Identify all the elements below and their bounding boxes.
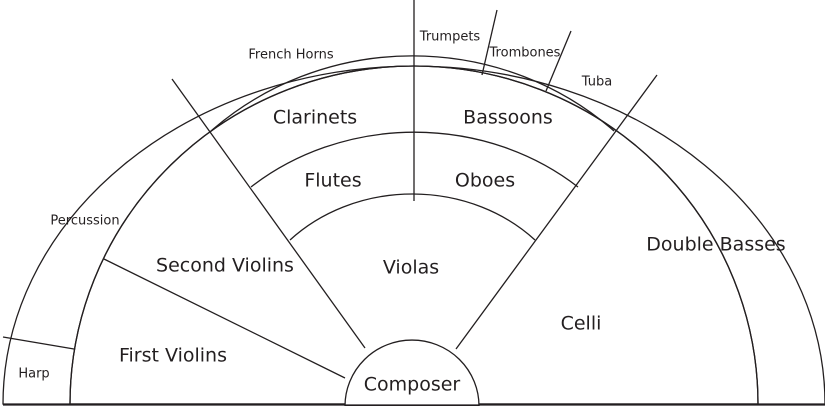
divider-harp-percussion xyxy=(2,336,75,350)
trombones-label: Trombones xyxy=(489,46,561,61)
flutes-oboes-inner-arc xyxy=(250,131,579,188)
harp-label: Harp xyxy=(18,367,49,382)
french-horns-label: French Horns xyxy=(248,48,333,63)
woodwinds-inner-arc xyxy=(210,55,615,132)
divider-trombones-tuba xyxy=(545,30,572,92)
celli-label: Celli xyxy=(561,313,602,335)
percussion-label: Percussion xyxy=(50,214,119,229)
double-basses-label: Double Basses xyxy=(646,234,785,256)
trumpets-label: Trumpets xyxy=(419,30,481,45)
first-violins-label: First Violins xyxy=(119,345,227,367)
tuba-label: Tuba xyxy=(581,75,612,90)
clarinets-label: Clarinets xyxy=(273,107,357,129)
composer-podium xyxy=(344,339,480,406)
second-violins-label: Second Violins xyxy=(156,255,294,277)
divider-first-second-violins xyxy=(103,258,346,379)
composer-label: Composer xyxy=(364,374,461,396)
oboes-label: Oboes xyxy=(455,170,515,192)
strings-area xyxy=(69,65,759,405)
violas-label: Violas xyxy=(383,257,439,279)
bassoons-label: Bassoons xyxy=(463,107,553,129)
divider-violas-celli xyxy=(455,74,658,350)
divider-second-violins-violas xyxy=(171,78,366,349)
flutes-label: Flutes xyxy=(304,170,361,192)
violas-arc xyxy=(289,193,536,241)
